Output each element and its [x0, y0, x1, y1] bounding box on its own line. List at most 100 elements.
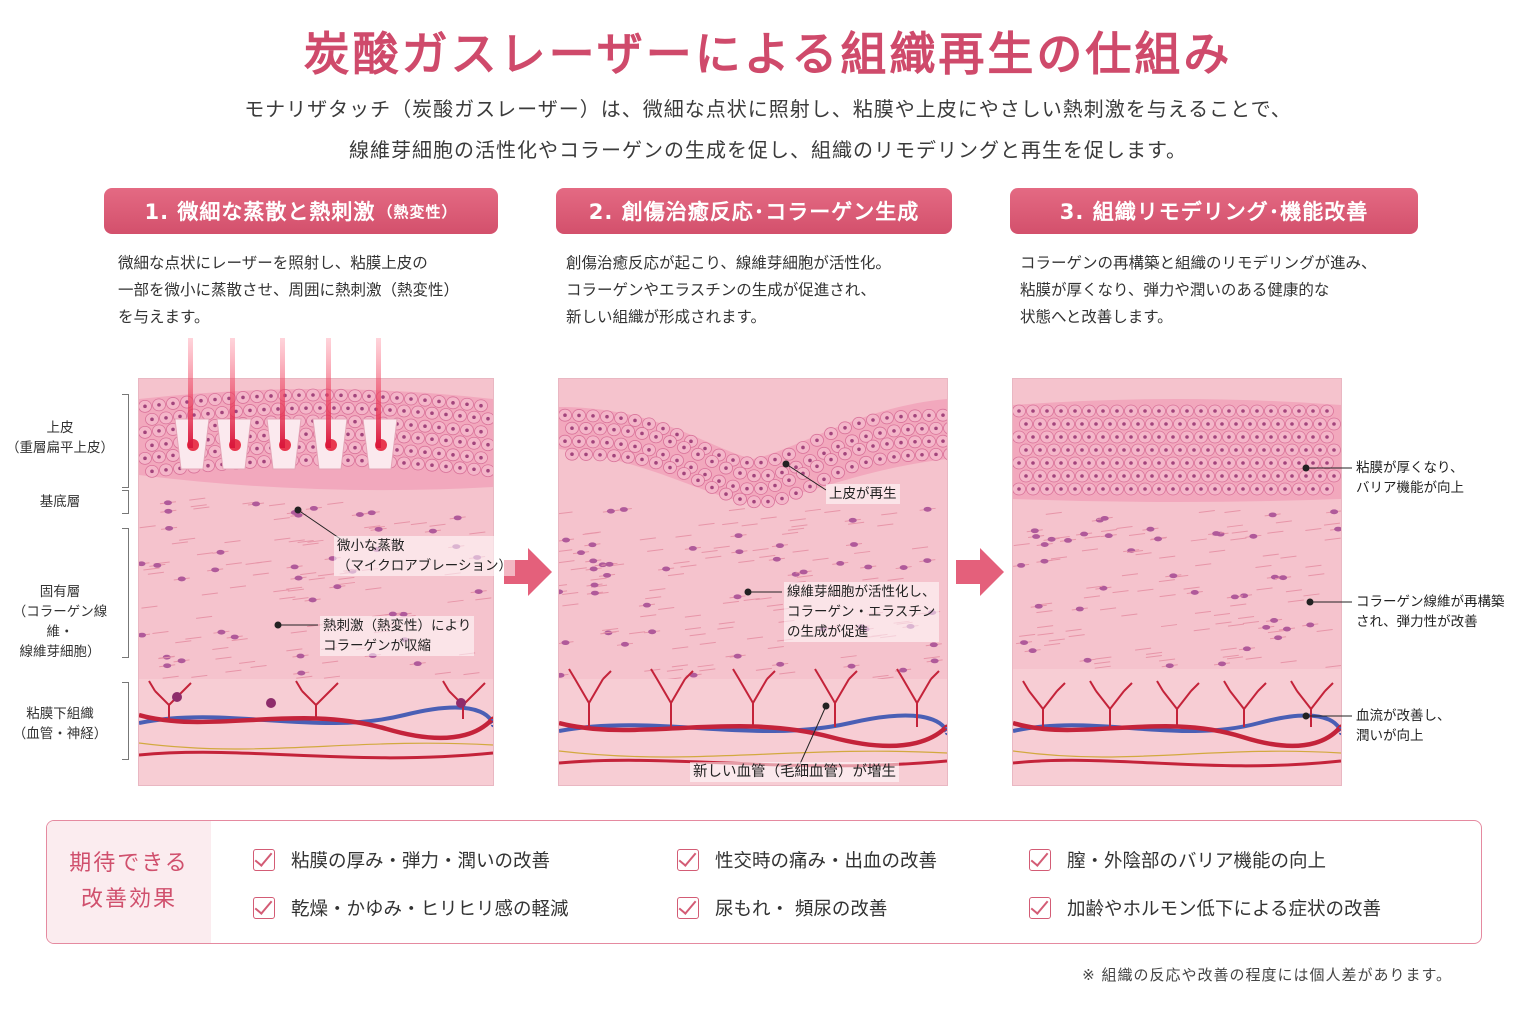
checkbox-icon: [253, 897, 275, 919]
fibroblast-cell: [1146, 526, 1155, 532]
fibroblast-cell: [923, 506, 932, 512]
collagen-fiber: [1325, 664, 1341, 668]
collagen-fiber: [1245, 656, 1262, 660]
annotation-line: 線維芽細胞が活性化し、: [787, 584, 936, 600]
capillary-branch: [1156, 680, 1200, 727]
cell-nucleus: [1325, 461, 1329, 465]
collagen-fiber: [1190, 538, 1207, 542]
fibroblast-cell: [1040, 542, 1049, 547]
collagen-fiber: [1112, 590, 1129, 594]
cell-nucleus: [857, 421, 861, 426]
cell-nucleus: [850, 438, 854, 443]
cell-nucleus: [1031, 487, 1035, 491]
fibroblast-cell: [923, 558, 932, 564]
cell-nucleus: [157, 455, 161, 459]
cell-nucleus: [843, 425, 847, 430]
cell-nucleus: [1143, 461, 1147, 465]
cell-nucleus: [1241, 435, 1245, 439]
collagen-fiber: [1220, 647, 1237, 651]
cell-nucleus: [1143, 487, 1147, 491]
step-2-desc-line: 新しい組織が形成されます。: [566, 308, 766, 326]
cell-nucleus: [899, 414, 903, 419]
fibroblast-cell: [603, 572, 612, 578]
cell-nucleus: [598, 453, 602, 457]
collagen-fiber: [1050, 556, 1068, 560]
collagen-fiber: [410, 522, 427, 526]
cell-nucleus: [1262, 474, 1266, 478]
collagen-fiber: [1036, 610, 1053, 614]
cell-nucleus: [465, 402, 469, 407]
collagen-fiber: [1121, 613, 1138, 617]
cell-nucleus: [395, 396, 399, 400]
collagen-fiber: [647, 548, 664, 552]
cell-nucleus: [1332, 448, 1336, 452]
fibroblast-cell: [590, 582, 599, 588]
cell-nucleus: [1255, 461, 1259, 465]
fibroblast-cell: [864, 564, 873, 570]
cell-nucleus: [1164, 474, 1168, 478]
cell-nucleus: [766, 473, 770, 478]
cell-nucleus: [1024, 422, 1028, 426]
step-2-description: 創傷治癒反応が起こり、線維芽細胞が活性化。 コラーゲンやエラスチンの生成が促進さ…: [566, 250, 891, 331]
fibroblast-cell: [1212, 531, 1221, 536]
fibroblast-cell: [216, 549, 225, 555]
capillary-branch: [295, 680, 339, 719]
cell-nucleus: [808, 484, 812, 489]
benefit-item: 粘膜の厚み・弾力・潤いの改善: [253, 847, 550, 873]
cell-nucleus: [801, 471, 805, 476]
collagen-fiber: [250, 664, 267, 668]
tissue-illustration-2: [559, 379, 947, 785]
collagen-fiber: [196, 552, 214, 556]
nerve-fiber: [559, 750, 947, 758]
cell-nucleus: [1311, 461, 1315, 465]
collagen-fiber: [680, 564, 697, 568]
cell-nucleus: [899, 440, 903, 445]
step-1-header-text: 1. 微細な蒸散と熱刺激: [144, 200, 376, 224]
cell-nucleus: [458, 466, 462, 470]
cell-nucleus: [1318, 422, 1322, 426]
cell-nucleus: [1136, 448, 1140, 452]
layer-bracket-submucosa: [122, 682, 129, 760]
cell-nucleus: [213, 449, 217, 454]
fibroblast-cell: [1334, 526, 1341, 532]
collagen-fiber: [1135, 552, 1152, 556]
cell-nucleus: [654, 461, 658, 465]
collagen-fiber: [1116, 526, 1133, 530]
cell-nucleus: [360, 406, 364, 411]
cell-nucleus: [1269, 487, 1273, 491]
cell-nucleus: [1206, 422, 1210, 426]
tissue-panel-1: [138, 378, 494, 786]
cell-nucleus: [1178, 448, 1182, 452]
fibroblast-cell: [642, 602, 651, 608]
fibroblast-cell: [1075, 606, 1084, 612]
cell-nucleus: [143, 456, 147, 461]
step-3-desc-line: 粘膜が厚くなり、弾力や潤いのある健康的な: [1020, 281, 1330, 299]
collagen-fiber: [290, 630, 307, 634]
layer-label-line: （コラーゲン線維・: [12, 604, 108, 640]
step-2-desc-line: コラーゲンやエラスチンの生成が促進され、: [566, 281, 876, 299]
fibroblast-cell: [605, 561, 614, 567]
collagen-fiber: [1145, 654, 1162, 658]
cell-nucleus: [1150, 474, 1154, 478]
benefits-heading-line: 改善効果: [80, 887, 177, 912]
cell-nucleus: [1171, 487, 1175, 491]
cell-nucleus: [290, 406, 294, 411]
collagen-fiber: [1160, 624, 1178, 628]
cell-nucleus: [430, 411, 434, 415]
cell-nucleus: [1129, 409, 1133, 413]
arrow-right-icon: [504, 548, 552, 596]
cell-nucleus: [738, 471, 742, 475]
cell-nucleus: [1255, 409, 1259, 413]
fibroblast-cell: [453, 515, 462, 521]
footnote: ※ 組織の反応や改善の程度には個人差があります。: [1082, 966, 1452, 984]
cell-nucleus: [304, 458, 308, 462]
cell-nucleus: [773, 457, 777, 462]
capillary: [568, 668, 612, 727]
cell-nucleus: [1248, 422, 1252, 426]
cell-nucleus: [1094, 448, 1098, 452]
cell-nucleus: [1269, 435, 1273, 439]
cell-nucleus: [150, 469, 154, 474]
collagen-fiber: [364, 525, 381, 529]
collagen-fiber: [141, 605, 158, 609]
fibroblast-cell: [230, 634, 239, 640]
